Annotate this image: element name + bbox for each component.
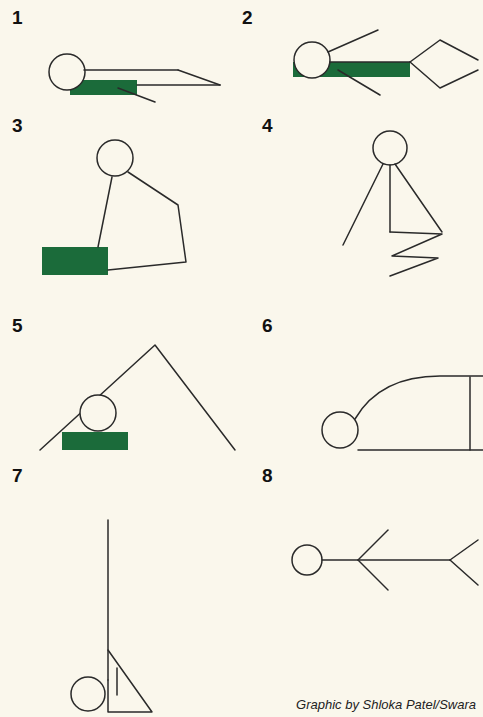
callout-number: 5 bbox=[12, 316, 23, 335]
pose-7-figure bbox=[71, 520, 152, 712]
callout-number: 2 bbox=[242, 8, 253, 27]
callout-number: 7 bbox=[12, 466, 23, 485]
callout-number: 4 bbox=[262, 116, 273, 135]
pose-3-figure bbox=[42, 140, 186, 275]
callout-number: 6 bbox=[262, 316, 273, 335]
callout-number: 3 bbox=[12, 116, 23, 135]
pose-6-figure bbox=[322, 376, 483, 450]
pose-5-figure bbox=[40, 345, 235, 450]
pose-2-figure bbox=[293, 30, 478, 95]
caption: Graphic by Shloka Patel/Swara bbox=[294, 697, 478, 712]
callout-number: 8 bbox=[262, 466, 273, 485]
pose-1-figure bbox=[49, 54, 220, 102]
callout-number: 1 bbox=[12, 8, 23, 27]
pose-8-figure bbox=[292, 530, 478, 590]
pose-4-figure bbox=[343, 131, 442, 276]
